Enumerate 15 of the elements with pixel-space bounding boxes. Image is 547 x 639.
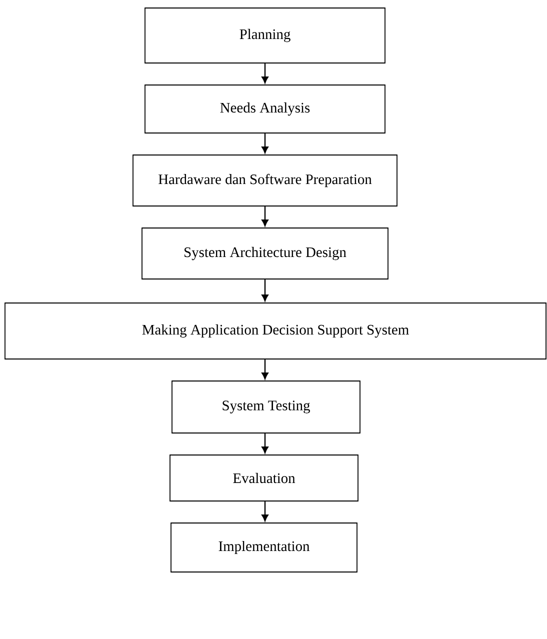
process-box: Needs Analysis [144, 84, 386, 134]
arrow [262, 433, 268, 454]
process-box: Hardaware dan Software Preparation [132, 154, 398, 206]
arrow [262, 279, 268, 302]
arrow [262, 206, 268, 226]
process-box: Implementation [170, 522, 358, 572]
process-box: Making Application Decision Support System [4, 302, 546, 360]
process-box: System Architecture Design [142, 228, 388, 280]
process-box: Evaluation [170, 454, 358, 502]
process-box: System Testing [172, 380, 360, 434]
arrow [262, 133, 268, 154]
arrow [262, 359, 268, 380]
arrow [262, 63, 268, 84]
arrow [262, 501, 268, 522]
process-box: Planning [144, 8, 386, 64]
